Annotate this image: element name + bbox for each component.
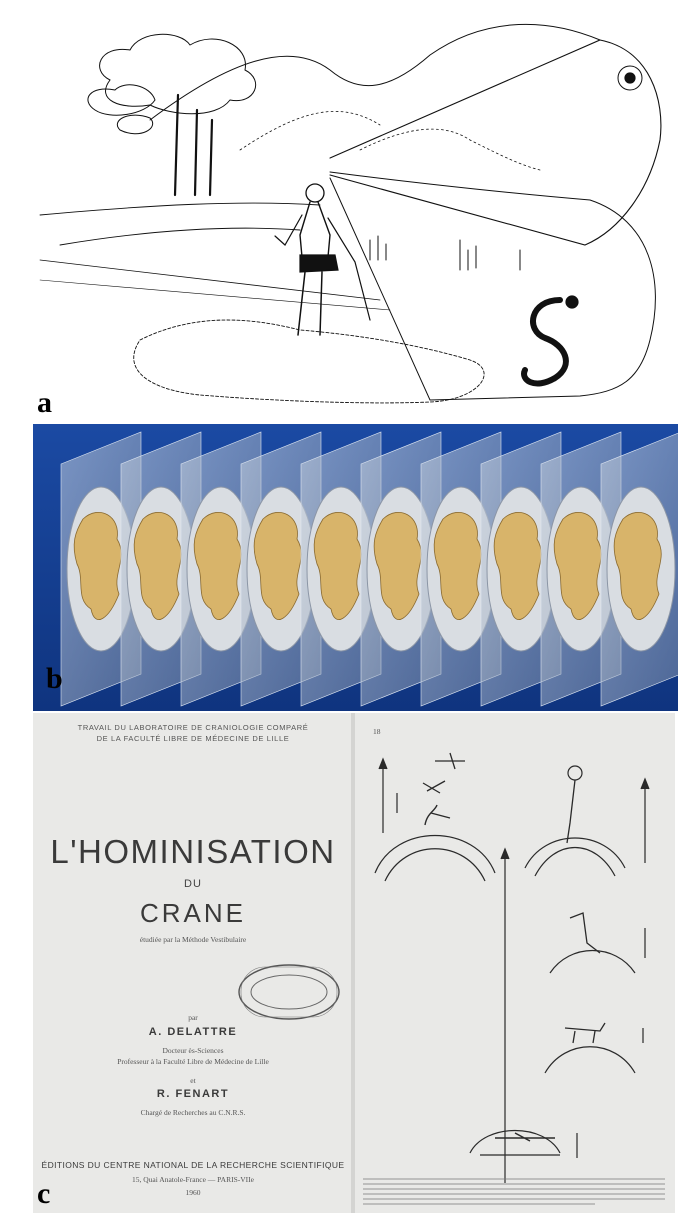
header-line-1: TRAVAIL DU LABORATOIRE DE CRANIOLOGIE CO… [77, 723, 309, 732]
author-1-line-1: Docteur ès-Sciences [162, 1046, 224, 1055]
publisher: ÉDITIONS DU CENTRE NATIONAL DE LA RECHER… [41, 1160, 345, 1170]
section-slice [420, 431, 502, 707]
panel-c-book-pages: TRAVAIL DU LABORATOIRE DE CRANIOLOGIE CO… [33, 713, 675, 1213]
book-subtitle: étudiée par la Méthode Vestibulaire [139, 935, 247, 944]
diagram-page: 18 [355, 713, 675, 1213]
book-title-crane: CRANE [139, 898, 246, 928]
book-title: L'HOMINISATION [50, 833, 336, 870]
par-label: par [188, 1013, 198, 1022]
vestibular-diagrams [363, 752, 665, 1205]
serial-sections-image [33, 424, 682, 711]
panel-a-illustration: a [0, 0, 685, 422]
panel-label-b: b [46, 662, 63, 695]
et-label: et [190, 1076, 196, 1085]
book-title-du: DU [184, 878, 202, 890]
section-slice [600, 431, 682, 707]
panel-label-c: c [37, 1177, 51, 1210]
page-number: 18 [373, 727, 381, 736]
hominid-scene-drawing [39, 23, 662, 404]
page-gutter [351, 713, 355, 1213]
author-1-line-2: Professeur à la Faculté Libre de Médecin… [117, 1057, 269, 1066]
publisher-address: 15, Quai Anatole-France — PARIS-VIIe [132, 1175, 254, 1184]
library-stamp [238, 964, 340, 1020]
publication-year: 1960 [185, 1188, 201, 1197]
author-2-line-1: Chargé de Recherches au C.N.R.S. [140, 1108, 246, 1117]
title-page: TRAVAIL DU LABORATOIRE DE CRANIOLOGIE CO… [33, 713, 353, 1213]
panel-b-serial-sections: b [33, 424, 682, 711]
author-2: R. FENART [156, 1088, 230, 1100]
panel-label-a: a [37, 386, 52, 419]
author-1: A. DELATTRE [148, 1026, 238, 1038]
header-line-2: DE LA FACULTÉ LIBRE DE MÉDECINE DE LILLE [96, 734, 290, 743]
